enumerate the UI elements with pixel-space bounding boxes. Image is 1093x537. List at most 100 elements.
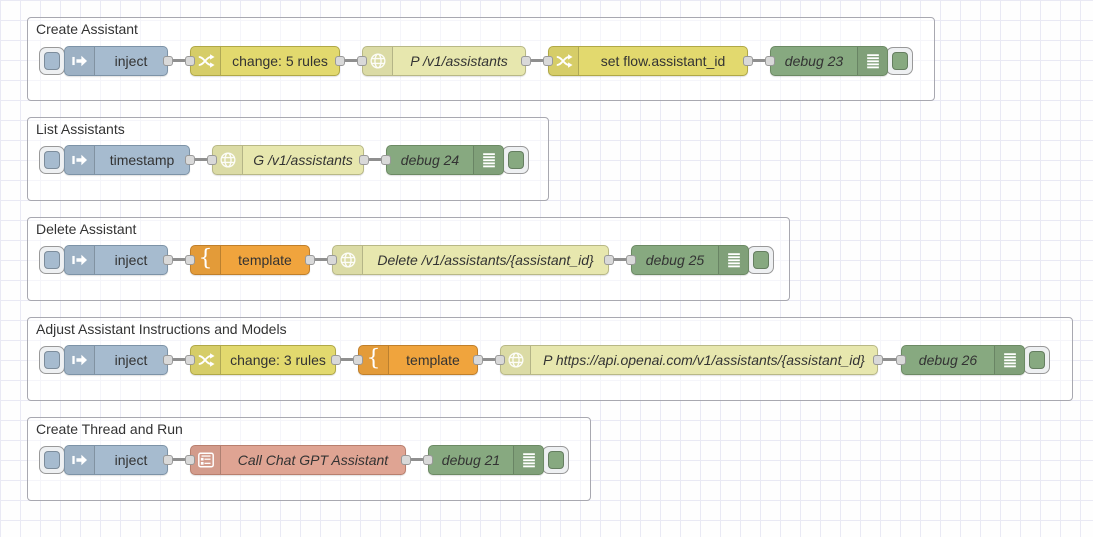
output-port[interactable] [185, 155, 195, 165]
output-port[interactable] [473, 355, 483, 365]
node-http-request[interactable]: P /v1/assistants [362, 46, 526, 76]
output-port[interactable] [604, 255, 614, 265]
debug-toggle-fill [1028, 351, 1045, 369]
wire[interactable] [172, 358, 186, 361]
inject-button[interactable] [39, 146, 65, 174]
output-port[interactable] [743, 56, 753, 66]
node-debug[interactable]: debug 26 [901, 345, 1025, 375]
input-port[interactable] [327, 255, 337, 265]
inject-button[interactable] [39, 446, 65, 474]
input-port[interactable] [185, 455, 195, 465]
input-port[interactable] [543, 56, 553, 66]
node-template[interactable]: {template [358, 345, 478, 375]
node-label: template [238, 252, 292, 268]
node-template[interactable]: { template [190, 245, 310, 275]
node-subflow[interactable]: Call Chat GPT Assistant [190, 445, 406, 475]
node-change[interactable]: set flow.assistant_id [548, 46, 748, 76]
output-port[interactable] [335, 56, 345, 66]
wire[interactable] [194, 158, 208, 161]
input-port[interactable] [765, 56, 775, 66]
node-label: debug 26 [918, 352, 978, 368]
wire[interactable] [482, 358, 496, 361]
node-inject[interactable]: inject [64, 245, 168, 275]
input-port[interactable] [896, 355, 906, 365]
input-port[interactable] [423, 455, 433, 465]
node-label: change: 3 rules [230, 352, 326, 368]
node-inject[interactable]: inject [64, 46, 168, 76]
inject-button[interactable] [39, 47, 65, 75]
inject-button-fill [44, 52, 60, 70]
wire[interactable] [172, 258, 186, 261]
node-inject[interactable]: inject [64, 345, 168, 375]
output-port[interactable] [401, 455, 411, 465]
input-port[interactable] [207, 155, 217, 165]
output-port[interactable] [163, 355, 173, 365]
wire[interactable] [172, 59, 186, 62]
node-label: P https://api.openai.com/v1/assistants/{… [543, 352, 865, 368]
wire[interactable] [410, 458, 424, 461]
input-port[interactable] [353, 355, 363, 365]
shuffle-icon [191, 346, 221, 374]
node-label: change: 5 rules [232, 53, 328, 69]
node-http-request[interactable]: G /v1/assistants [212, 145, 364, 175]
inject-button[interactable] [39, 246, 65, 274]
output-port[interactable] [163, 255, 173, 265]
node-debug[interactable]: debug 21 [428, 445, 544, 475]
globe-icon [363, 47, 393, 75]
node-http-request[interactable]: Delete /v1/assistants/{assistant_id} [332, 245, 609, 275]
output-port[interactable] [359, 155, 369, 165]
output-port[interactable] [331, 355, 341, 365]
wire[interactable] [882, 358, 897, 361]
wire[interactable] [172, 458, 186, 461]
wire[interactable] [752, 59, 766, 62]
group-label: Create Thread and Run [36, 421, 183, 437]
output-port[interactable] [163, 455, 173, 465]
wire[interactable] [613, 258, 627, 261]
debug-toggle-button[interactable] [747, 246, 774, 274]
debug-toggle-button[interactable] [886, 47, 913, 75]
curly-brace-icon: { [191, 246, 221, 274]
input-port[interactable] [495, 355, 505, 365]
node-label: G /v1/assistants [253, 152, 353, 168]
output-port[interactable] [873, 355, 883, 365]
node-http-request[interactable]: P https://api.openai.com/v1/assistants/{… [500, 345, 878, 375]
input-port[interactable] [185, 355, 195, 365]
output-port[interactable] [521, 56, 531, 66]
inject-arrow-icon [65, 246, 95, 274]
wire[interactable] [340, 358, 354, 361]
input-port[interactable] [381, 155, 391, 165]
debug-toggle-button[interactable] [502, 146, 529, 174]
shuffle-icon [191, 47, 221, 75]
wire[interactable] [368, 158, 382, 161]
debug-list-icon [994, 346, 1024, 374]
node-inject[interactable]: inject [64, 445, 168, 475]
inject-button[interactable] [39, 346, 65, 374]
node-inject[interactable]: timestamp [64, 145, 190, 175]
node-debug[interactable]: debug 24 [386, 145, 504, 175]
output-port[interactable] [305, 255, 315, 265]
inject-arrow-icon [65, 446, 95, 474]
wire[interactable] [314, 258, 328, 261]
node-label: template [406, 352, 460, 368]
node-label: inject [114, 53, 148, 69]
node-debug[interactable]: debug 25 [631, 245, 749, 275]
shuffle-icon [549, 47, 579, 75]
node-change[interactable]: change: 5 rules [190, 46, 340, 76]
node-debug[interactable]: debug 23 [770, 46, 888, 76]
input-port[interactable] [185, 255, 195, 265]
input-port[interactable] [626, 255, 636, 265]
node-label: debug 23 [784, 53, 844, 69]
debug-toggle-fill [507, 151, 524, 169]
node-label: inject [114, 252, 148, 268]
wire[interactable] [344, 59, 358, 62]
wire[interactable] [530, 59, 544, 62]
node-label: Delete /v1/assistants/{assistant_id} [377, 252, 594, 268]
output-port[interactable] [163, 56, 173, 66]
input-port[interactable] [357, 56, 367, 66]
debug-toggle-button[interactable] [542, 446, 569, 474]
node-label: P /v1/assistants [410, 53, 508, 69]
debug-toggle-button[interactable] [1023, 346, 1050, 374]
input-port[interactable] [185, 56, 195, 66]
node-change[interactable]: change: 3 rules [190, 345, 336, 375]
